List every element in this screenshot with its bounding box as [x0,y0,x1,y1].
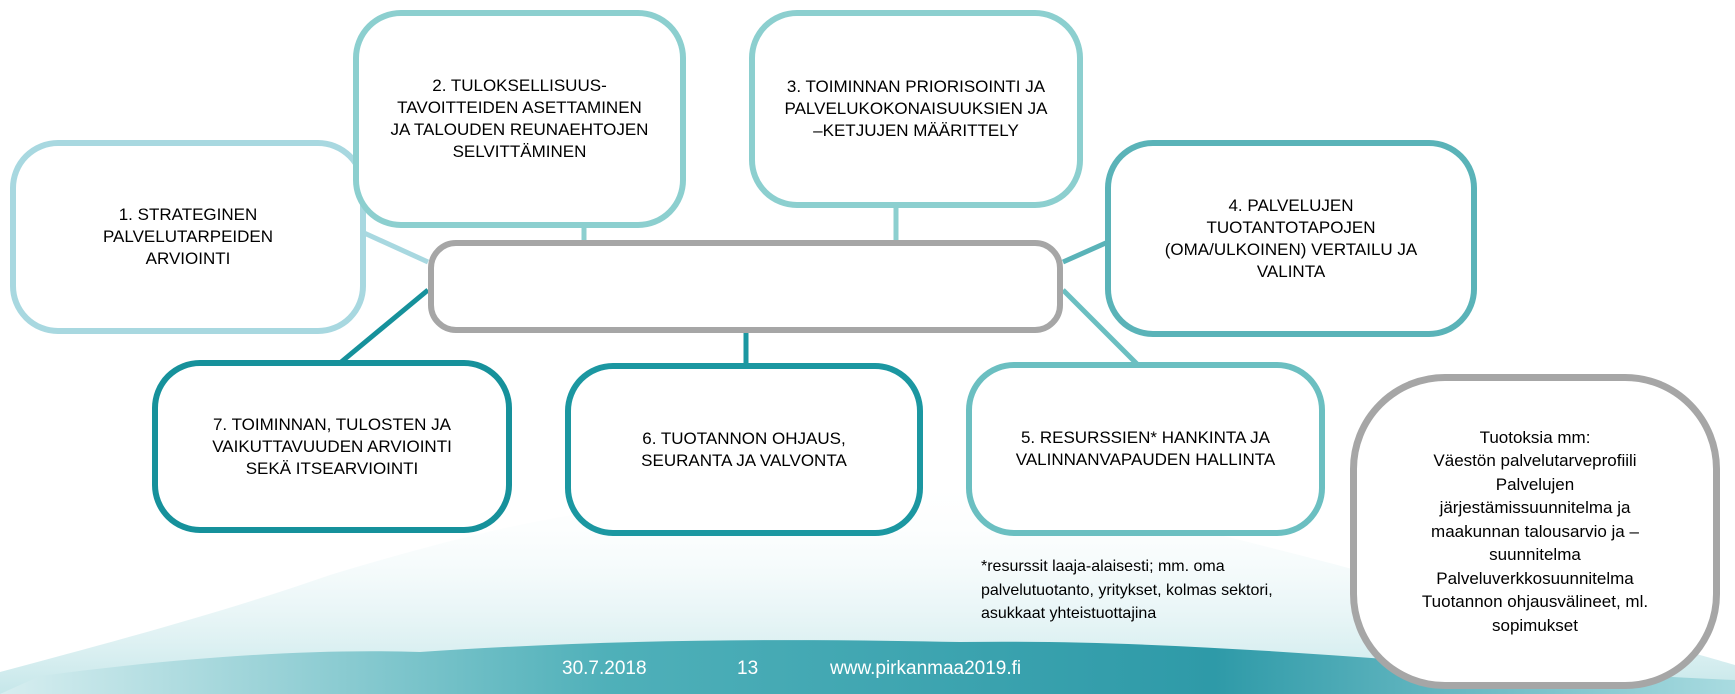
outputs-text: Tuotoksia mm: Väestön palvelutarveprofii… [1421,427,1649,635]
step-4-label: 4. PALVELUJEN TUOTANTOTAPOJEN (OMA/ULKOI… [1164,195,1418,281]
step-2-label: 2. TULOKSELLISUUS- TAVOITTEIDEN ASETTAMI… [390,76,649,161]
connector-step-4 [1061,239,1110,265]
step-3-box: 3. TOIMINNAN PRIORISOINTI JA PALVELUKOKO… [749,10,1083,208]
step-4-box: 4. PALVELUJEN TUOTANTOTAPOJEN (OMA/ULKOI… [1105,140,1477,337]
step-1-label: 1. STRATEGINEN PALVELUTARPEIDEN ARVIOINT… [102,205,274,268]
footer-url: www.pirkanmaa2019.fi [830,658,1022,679]
step-6-label: 6. TUOTANNON OHJAUS, SEURANTA JA VALVONT… [641,428,847,470]
step-3-label: 3. TOIMINNAN PRIORISOINTI JA PALVELUKOKO… [784,77,1048,140]
connector-step-7 [338,288,430,365]
step-7-box: 7. TOIMINNAN, TULOSTEN JA VAIKUTTAVUUDEN… [152,360,512,533]
center-hub-box [428,240,1063,333]
footer-date: 30.7.2018 [562,658,647,679]
footer-band [0,640,1735,694]
resources-footnote: *resurssit laaja-alaisesti; mm. oma palv… [981,558,1273,622]
step-2-box: 2. TULOKSELLISUUS- TAVOITTEIDEN ASETTAMI… [353,10,686,228]
footer-page-number: 13 [737,658,759,679]
step-6-box: 6. TUOTANNON OHJAUS, SEURANTA JA VALVONT… [565,363,923,536]
step-7-label: 7. TOIMINNAN, TULOSTEN JA VAIKUTTAVUUDEN… [212,414,452,478]
step-5-box: 5. RESURSSIEN* HANKINTA JA VALINNANVAPAU… [966,362,1325,536]
step-1-box: 1. STRATEGINEN PALVELUTARPEIDEN ARVIOINT… [10,140,366,334]
connector-step-1 [360,229,430,265]
step-5-label: 5. RESURSSIEN* HANKINTA JA VALINNANVAPAU… [1015,428,1276,469]
outputs-box: Tuotoksia mm: Väestön palvelutarveprofii… [1350,374,1720,689]
wash-shape [0,477,1735,694]
connector-step-5 [1061,288,1140,367]
